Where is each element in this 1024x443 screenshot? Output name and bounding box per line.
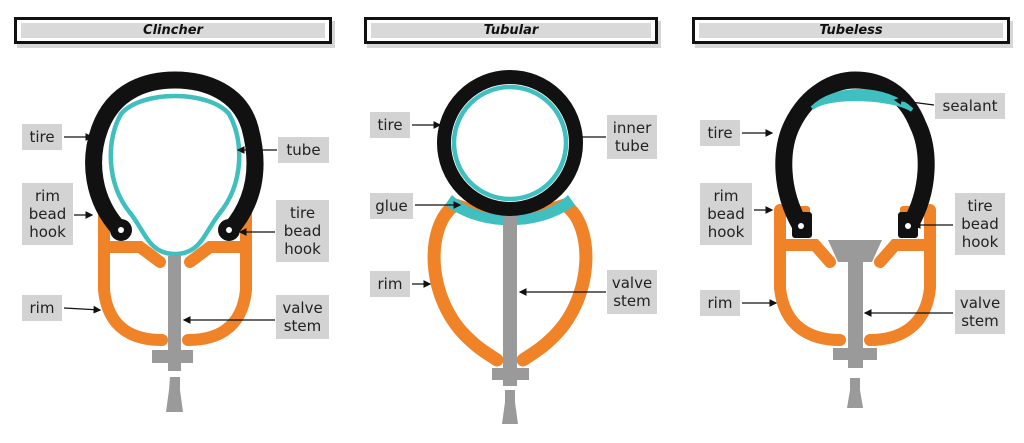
label-rim-bead-hook: rim bead hook — [22, 183, 73, 245]
clincher-drawing — [85, 71, 264, 412]
label-sealant: sealant — [935, 93, 1005, 119]
label-rim: rim — [370, 271, 410, 297]
label-valve-stem: valve stem — [607, 270, 657, 314]
tire — [775, 71, 935, 230]
tube — [108, 93, 242, 257]
label-valve-stem: valve stem — [955, 290, 1005, 334]
inner-tube — [451, 84, 569, 202]
rim — [98, 206, 252, 346]
glue — [445, 195, 575, 226]
valve — [492, 216, 529, 424]
header-tubeless: Tubeless — [692, 17, 1010, 44]
header-tubular: Tubular — [364, 17, 658, 44]
header-clincher: Clincher — [14, 17, 332, 44]
label-tube: tube — [278, 137, 329, 163]
tubular-drawing — [427, 70, 593, 424]
label-tire: tire — [700, 120, 740, 146]
label-tire-bead-hook: tire bead hook — [276, 200, 329, 262]
label-rim: rim — [700, 290, 740, 316]
rim — [427, 197, 593, 367]
label-inner-tube: inner tube — [607, 115, 657, 159]
tire — [437, 70, 583, 216]
valve — [152, 256, 193, 412]
label-tire: tire — [370, 112, 410, 138]
tubeless-drawing — [774, 71, 936, 408]
label-tire: tire — [22, 124, 62, 150]
label-glue: glue — [370, 193, 413, 219]
label-valve-stem: valve stem — [276, 295, 329, 339]
tire — [85, 71, 264, 236]
label-rim-bead-hook: rim bead hook — [700, 183, 752, 245]
label-arrows — [63, 96, 953, 324]
sealant — [810, 89, 914, 112]
label-rim: rim — [22, 295, 62, 321]
label-tire-bead-hook: tire bead hook — [955, 193, 1005, 255]
valve — [828, 240, 882, 408]
